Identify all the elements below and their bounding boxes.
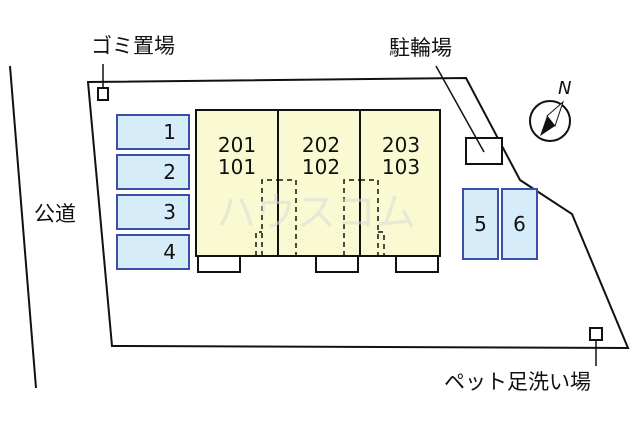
bicycle-label: 駐輪場: [389, 36, 452, 60]
unit-202: 202: [301, 133, 341, 157]
building: [195, 109, 441, 257]
entry-porch: [315, 255, 359, 273]
unit-201: 201: [217, 133, 257, 157]
pet-wash-box: [589, 327, 603, 341]
unit-103: 103: [381, 155, 421, 179]
unit-203: 203: [381, 133, 421, 157]
garbage-box: [97, 87, 109, 101]
entry-porch: [395, 255, 439, 273]
entry-porch: [197, 255, 241, 273]
garbage-label: ゴミ置場: [91, 34, 175, 58]
unit-101: 101: [217, 155, 257, 179]
unit-102: 102: [301, 155, 341, 179]
bicycle-leader: [435, 65, 485, 153]
road-line: [9, 65, 37, 389]
stair-outlines: [255, 179, 385, 256]
parking-slot-2: 2: [116, 154, 190, 190]
watermark: ハウスコム: [216, 190, 416, 236]
road-label: 公道: [34, 202, 76, 226]
compass-icon: [529, 100, 571, 142]
parking-slot-5: 5: [462, 188, 499, 260]
parking-slot-3: 3: [116, 194, 190, 230]
north-label: N: [558, 78, 572, 99]
parking-slot-6: 6: [501, 188, 538, 260]
parking-slot-4: 4: [116, 234, 190, 270]
parking-slot-1: 1: [116, 114, 190, 150]
pet-wash-label: ペット足洗い場: [444, 370, 591, 394]
